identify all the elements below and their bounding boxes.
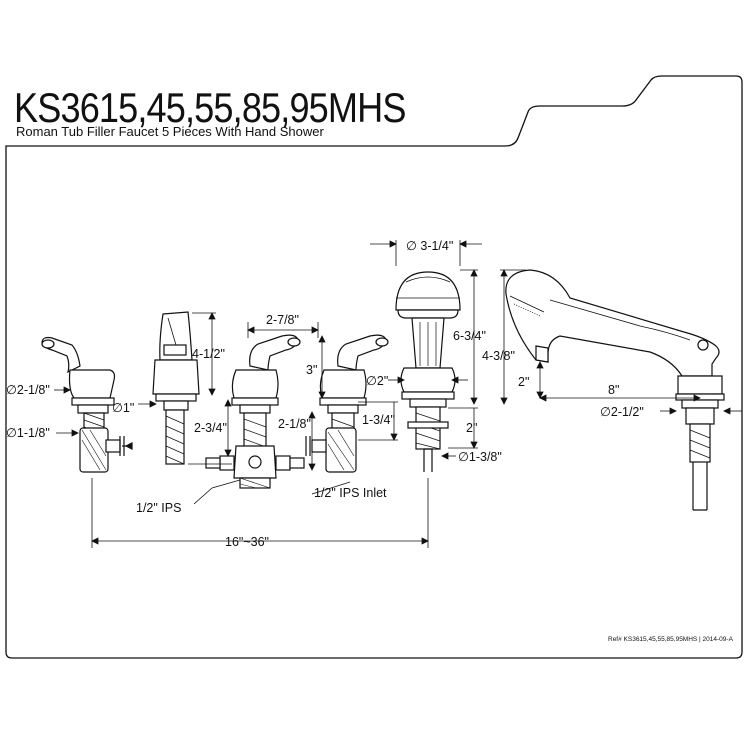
- dim-hand-shower-height: 4-3/8": [482, 349, 515, 363]
- reference-footer: Ref# KS3615,45,55,85,95MHS | 2014-09-A: [608, 636, 733, 643]
- dim-shank-length: 2-3/4": [194, 421, 227, 435]
- dim-hand-shower-length: 8": [608, 383, 619, 397]
- dim-ips-inlet: 1/2" IPS Inlet: [314, 486, 387, 500]
- page-frame: [5, 75, 743, 659]
- center-handle-valve: [205, 334, 305, 489]
- hand-shower: [505, 269, 725, 511]
- dim-shower-shank-diameter: ∅1-3/8": [458, 450, 502, 464]
- dim-shower-holder-diameter: ∅2": [366, 374, 388, 388]
- dim-shower-head-diameter: ∅ 3-1/4": [406, 239, 453, 253]
- dim-spout-height: 4-1/2": [192, 347, 225, 361]
- dim-handle-height: 3": [306, 363, 317, 377]
- model-number: KS3615,45,55,85,95MHS: [14, 84, 406, 131]
- left-handle-valve: [41, 336, 133, 473]
- dim-handle-diameter: ∅2-1/8": [6, 383, 50, 397]
- dim-valve-diameter: ∅1-1/8": [6, 426, 50, 440]
- center-spout: [152, 311, 200, 465]
- dim-hand-shower-base: ∅2-1/2": [600, 405, 644, 419]
- product-description: Roman Tub Filler Faucet 5 Pieces With Ha…: [16, 124, 324, 139]
- dim-shower-holder-height: 6-3/4": [453, 329, 486, 343]
- dimension-labels: ∅2-1/8" ∅1-1/8" 4-1/2" ∅1" 2-3/4" 2-7/8"…: [6, 239, 644, 549]
- right-handle-valve: [305, 334, 389, 473]
- dim-overall-spread: 16"~36": [225, 535, 269, 549]
- dim-handle-spacing: 2-7/8": [266, 313, 299, 327]
- dim-ips: 1/2" IPS: [136, 501, 181, 515]
- dimension-lines: [54, 240, 742, 548]
- dim-shower-shank-length: 2": [466, 421, 477, 435]
- dim-valve-offset: 2-1/8": [278, 417, 311, 431]
- dim-spout-shank-diameter: ∅1": [112, 401, 134, 415]
- dim-hand-shower-spout: 2": [518, 375, 529, 389]
- dim-handle-shank: 1-3/4": [362, 413, 395, 427]
- shower-holder: [395, 271, 461, 472]
